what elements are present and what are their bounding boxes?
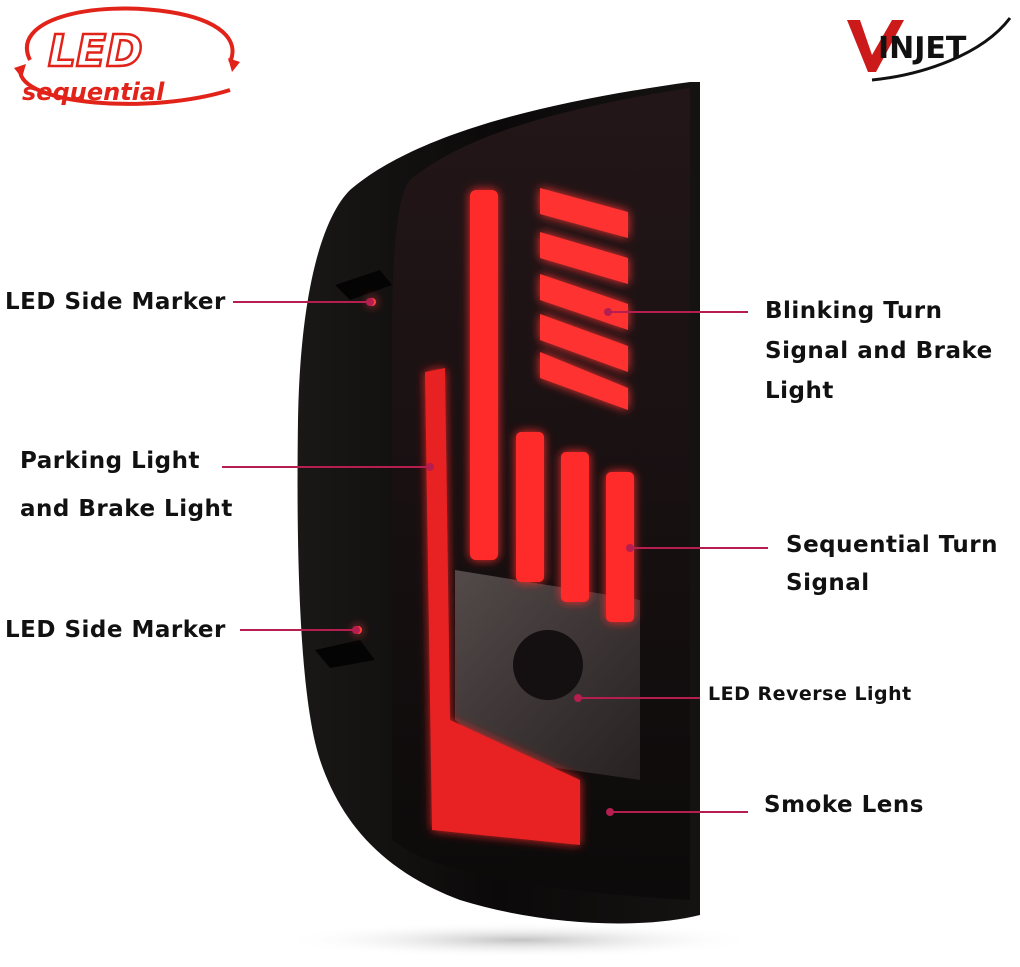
callout-line-1: Sequential Turn xyxy=(786,532,999,558)
callout-line-3: Light xyxy=(765,378,834,404)
seq-bar-1 xyxy=(516,432,544,582)
reverse-bulb xyxy=(513,630,583,700)
callout-reverse-light: LED Reverse Light xyxy=(708,682,912,706)
callout-side-marker-top: LED Side Marker xyxy=(5,282,226,322)
side-clip-top xyxy=(335,270,392,300)
parking-l-bar xyxy=(425,368,580,845)
brand-v-mark xyxy=(847,20,904,72)
logo-arc-top xyxy=(25,6,235,63)
seq-bar-2 xyxy=(561,452,589,602)
leader-lines xyxy=(222,298,768,816)
led-sequential-logo: LED sequential xyxy=(14,6,240,106)
callout-parking-light: Parking Light and Brake Light xyxy=(20,437,233,533)
callout-label: LED Side Marker xyxy=(5,289,226,315)
turn-bar-4 xyxy=(540,314,628,372)
logo-arc-bottom xyxy=(18,69,231,106)
turn-bar-2 xyxy=(540,232,628,284)
seq-bar-3 xyxy=(606,472,634,622)
callout-label: Smoke Lens xyxy=(764,792,924,818)
callout-label: LED Reverse Light xyxy=(708,683,912,705)
turn-bar-5 xyxy=(540,352,628,410)
logo-led-text: LED xyxy=(48,26,143,77)
callout-line-2: Signal xyxy=(786,570,870,596)
callout-label: LED Side Marker xyxy=(5,617,226,643)
callout-blinking-turn: Blinking Turn Signal and Brake Light xyxy=(765,291,993,411)
turn-bar-3 xyxy=(540,274,628,330)
callout-line-1: Blinking Turn xyxy=(765,298,943,324)
logo-sequential-text: sequential xyxy=(22,78,165,106)
callout-side-marker-bottom: LED Side Marker xyxy=(5,610,226,650)
vinjet-brand-logo: INJET xyxy=(847,17,1012,82)
turn-bar-1 xyxy=(540,188,628,238)
brand-swoosh xyxy=(871,17,1012,82)
floor-shadow xyxy=(280,922,760,958)
side-clip-bottom xyxy=(315,640,375,668)
vertical-brake-bar xyxy=(470,190,498,560)
callout-line-2: and Brake Light xyxy=(20,496,233,522)
logo-arrow-right xyxy=(228,58,240,72)
callout-sequential-turn: Sequential Turn Signal xyxy=(786,526,998,602)
callout-smoke-lens: Smoke Lens xyxy=(764,785,924,825)
callout-line-2: Signal and Brake xyxy=(765,338,993,364)
logo-arrow-left xyxy=(14,64,26,78)
led-bars xyxy=(354,188,634,845)
brand-name-text: INJET xyxy=(878,31,967,66)
callout-line-1: Parking Light xyxy=(20,448,200,474)
